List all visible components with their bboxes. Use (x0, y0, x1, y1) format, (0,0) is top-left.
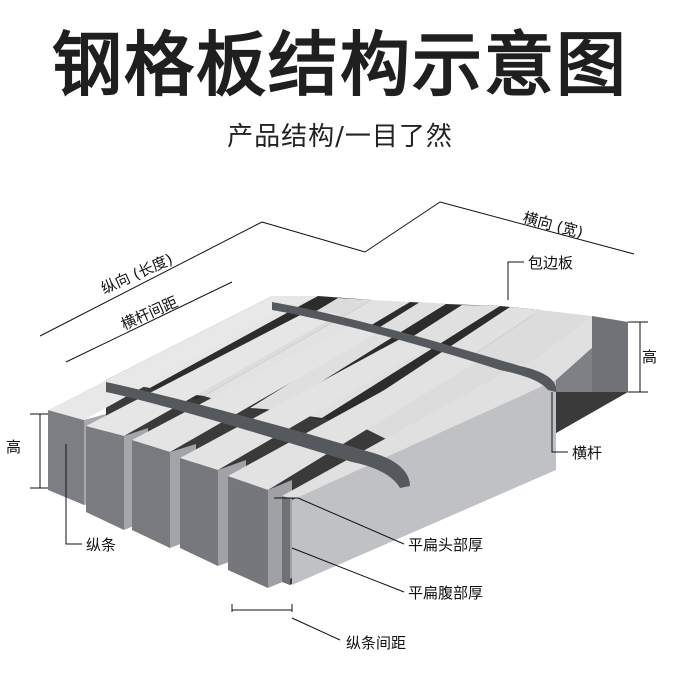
longitudinal-length-line (39, 221, 263, 337)
label-height-right: 高 (642, 348, 657, 366)
bar-top-face (228, 354, 480, 490)
bar-top-face (86, 310, 340, 436)
cross-bar-front (106, 382, 410, 488)
transverse-width-line (439, 201, 635, 255)
label-transverse-width: 横向 (宽) (521, 208, 585, 241)
bar-front-face (86, 426, 124, 530)
diagram-title: 钢格板结构示意图 (52, 24, 628, 106)
edge-band-leader (507, 261, 524, 300)
bearing-bar-leader (65, 444, 82, 545)
edge-band (592, 316, 628, 392)
bar-head-leader (297, 497, 405, 545)
label-cross-bar-spacing: 横杆间距 (118, 293, 180, 334)
label-edge-band: 包边板 (528, 254, 573, 272)
bar-front-face (228, 476, 268, 588)
label-longitudinal-length: 纵向 (长度) (98, 250, 175, 298)
cross-bar-back (272, 302, 557, 392)
bar-belly-leader (291, 547, 405, 593)
front-right-bar-side (292, 380, 556, 585)
bar-front-face (180, 458, 218, 566)
bearing-bar-front-faces (48, 410, 292, 588)
bar-top-face (180, 338, 434, 470)
label-bearing-bar: 纵条 (86, 536, 116, 554)
bar-front-face (282, 496, 290, 585)
bearing-bar (236, 302, 446, 412)
label-bar-belly-thickness: 平扁腹部厚 (408, 584, 483, 602)
diagram-subtitle: 产品结构/一目了然 (227, 122, 453, 152)
label-bearing-bar-spacing: 纵条间距 (346, 634, 406, 652)
longitudinal-length-tick (261, 221, 366, 253)
bearing-bar (364, 310, 612, 446)
bar-spacing-leader (291, 617, 341, 641)
cross-bars (106, 302, 557, 488)
dimension-lines (30, 201, 648, 641)
bar-top-face (132, 322, 386, 452)
bar-front-face (132, 440, 170, 548)
transverse-width-tick (364, 201, 441, 253)
cross-bar-spacing-line (65, 281, 233, 363)
cross-bar-leader (551, 392, 568, 453)
label-bar-head-thickness: 平扁头部厚 (408, 536, 483, 554)
label-height-left: 高 (6, 438, 21, 456)
label-cross-bar: 横杆 (572, 444, 602, 462)
